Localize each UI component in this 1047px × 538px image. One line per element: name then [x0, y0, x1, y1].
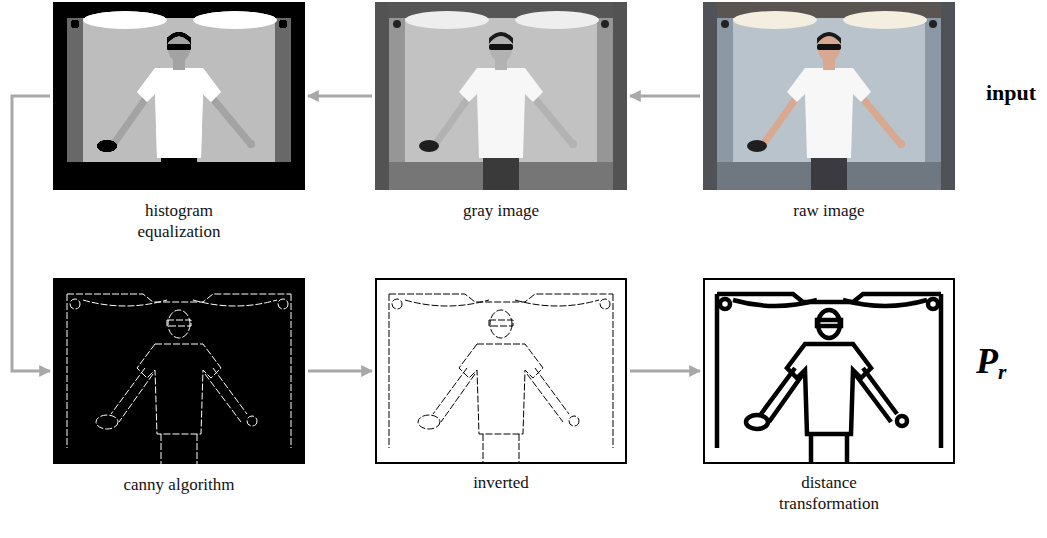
panel-caption: inverted: [426, 472, 576, 493]
panel-caption: canny algorithm: [104, 474, 254, 495]
panel-caption: raw image: [754, 200, 904, 221]
image-panel: inverted: [375, 278, 627, 464]
image-panel: distance transformation: [703, 278, 955, 464]
gray-photo: [375, 2, 627, 190]
panel-caption-group: distance transformation: [754, 472, 904, 514]
image-panel: histogram equalization: [53, 2, 305, 190]
flow-arrow: [630, 95, 700, 98]
panel-caption-group: gray image: [426, 200, 576, 221]
panel-caption-group: inverted: [426, 472, 576, 493]
raw-photo: [703, 2, 955, 190]
image-panel: raw image: [703, 2, 955, 190]
canny-edges: [67, 294, 291, 464]
inverted-edges: [389, 294, 613, 464]
inverted-ground: [375, 278, 627, 464]
panel-caption-group: canny algorithm: [104, 474, 254, 495]
flow-arrow: [12, 96, 50, 371]
output-symbol: Pr: [976, 340, 1006, 385]
equalized-photo: [53, 2, 305, 190]
panel-caption-group: histogram equalization: [104, 200, 254, 242]
canny-ground: [53, 278, 305, 464]
flow-arrow: [630, 370, 700, 373]
panel-caption: distance transformation: [754, 472, 904, 514]
panel-caption: histogram equalization: [104, 200, 254, 242]
image-panel: gray image: [375, 2, 627, 190]
distance-ground: [703, 278, 955, 464]
panel-caption-group: raw image: [754, 200, 904, 221]
flow-arrow: [308, 95, 372, 98]
flow-arrow: [308, 370, 372, 373]
row-label: input: [986, 80, 1036, 106]
image-panel: canny algorithm: [53, 278, 305, 464]
panel-caption: gray image: [426, 200, 576, 221]
distance-edges: [717, 294, 941, 464]
